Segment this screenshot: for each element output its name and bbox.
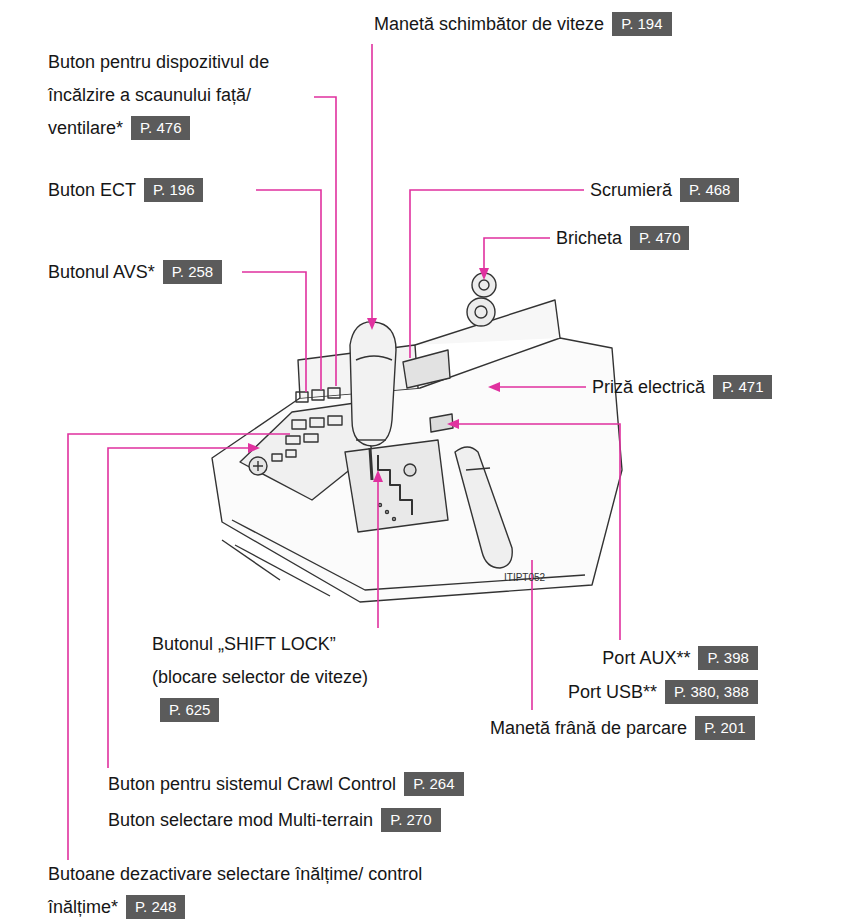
- parking-brake: Manetă frână de parcare P. 201: [490, 712, 755, 745]
- callout-text: Bricheta: [556, 228, 622, 248]
- page-reference: P. 625: [160, 698, 219, 722]
- page-reference: P. 380, 388: [665, 680, 758, 704]
- multi-terrain-button: Buton selectare mod Multi-terrain P. 270: [108, 804, 441, 837]
- callout-text: Buton ECT: [48, 180, 136, 200]
- callout-text: Scrumieră: [590, 180, 672, 200]
- callout-text: Butonul AVS*: [48, 262, 155, 282]
- crawl-control-button: Buton pentru sistemul Crawl Control P. 26…: [108, 768, 464, 801]
- avs-button: Butonul AVS* P. 258: [48, 256, 222, 289]
- callout-text: Priză electrică: [592, 377, 705, 397]
- ect-button: Buton ECT P. 196: [48, 174, 203, 207]
- height-control-button: Butoane dezactivare selectare înălțime/ …: [48, 858, 433, 923]
- lighter: Bricheta P. 470: [556, 222, 689, 255]
- figure-code: ITIPT052: [504, 572, 545, 583]
- callout-text: Butoane dezactivare selectare înălțime/ …: [48, 864, 422, 917]
- usb-port: Port USB** P. 380, 388: [568, 676, 758, 709]
- page-reference: P. 468: [680, 178, 739, 202]
- callout-text: Manetă frână de parcare: [490, 718, 687, 738]
- gear-lever: Manetă schimbător de viteze P. 194: [374, 8, 672, 41]
- page-reference: P. 196: [144, 178, 203, 202]
- page-reference: P. 476: [131, 116, 190, 140]
- callout-text: Butonul „SHIFT LOCK” (blocare selector d…: [152, 634, 368, 687]
- page-reference: P. 471: [713, 375, 772, 399]
- page-reference: P. 398: [698, 646, 757, 670]
- page-reference: P. 270: [381, 808, 440, 832]
- page-reference: P. 264: [404, 772, 463, 796]
- callout-text: Manetă schimbător de viteze: [374, 14, 604, 34]
- page-reference: P. 258: [163, 260, 222, 284]
- aux-port: Port AUX** P. 398: [602, 642, 757, 675]
- power-outlet: Priză electrică P. 471: [592, 371, 772, 404]
- page-reference: P. 470: [630, 226, 689, 250]
- page-reference: P. 194: [612, 12, 671, 36]
- shift-lock-button: Butonul „SHIFT LOCK” (blocare selector d…: [152, 628, 370, 727]
- callout-text: Port AUX**: [602, 648, 690, 668]
- callout-text: Buton pentru sistemul Crawl Control: [108, 774, 396, 794]
- ashtray: Scrumieră P. 468: [590, 174, 739, 207]
- page-reference: P. 201: [695, 716, 754, 740]
- page-reference: P. 248: [126, 895, 185, 919]
- callout-text: Buton selectare mod Multi-terrain: [108, 810, 373, 830]
- callout-text: Port USB**: [568, 682, 657, 702]
- seat-heater-button: Buton pentru dispozitivul de încălzire a…: [48, 46, 316, 145]
